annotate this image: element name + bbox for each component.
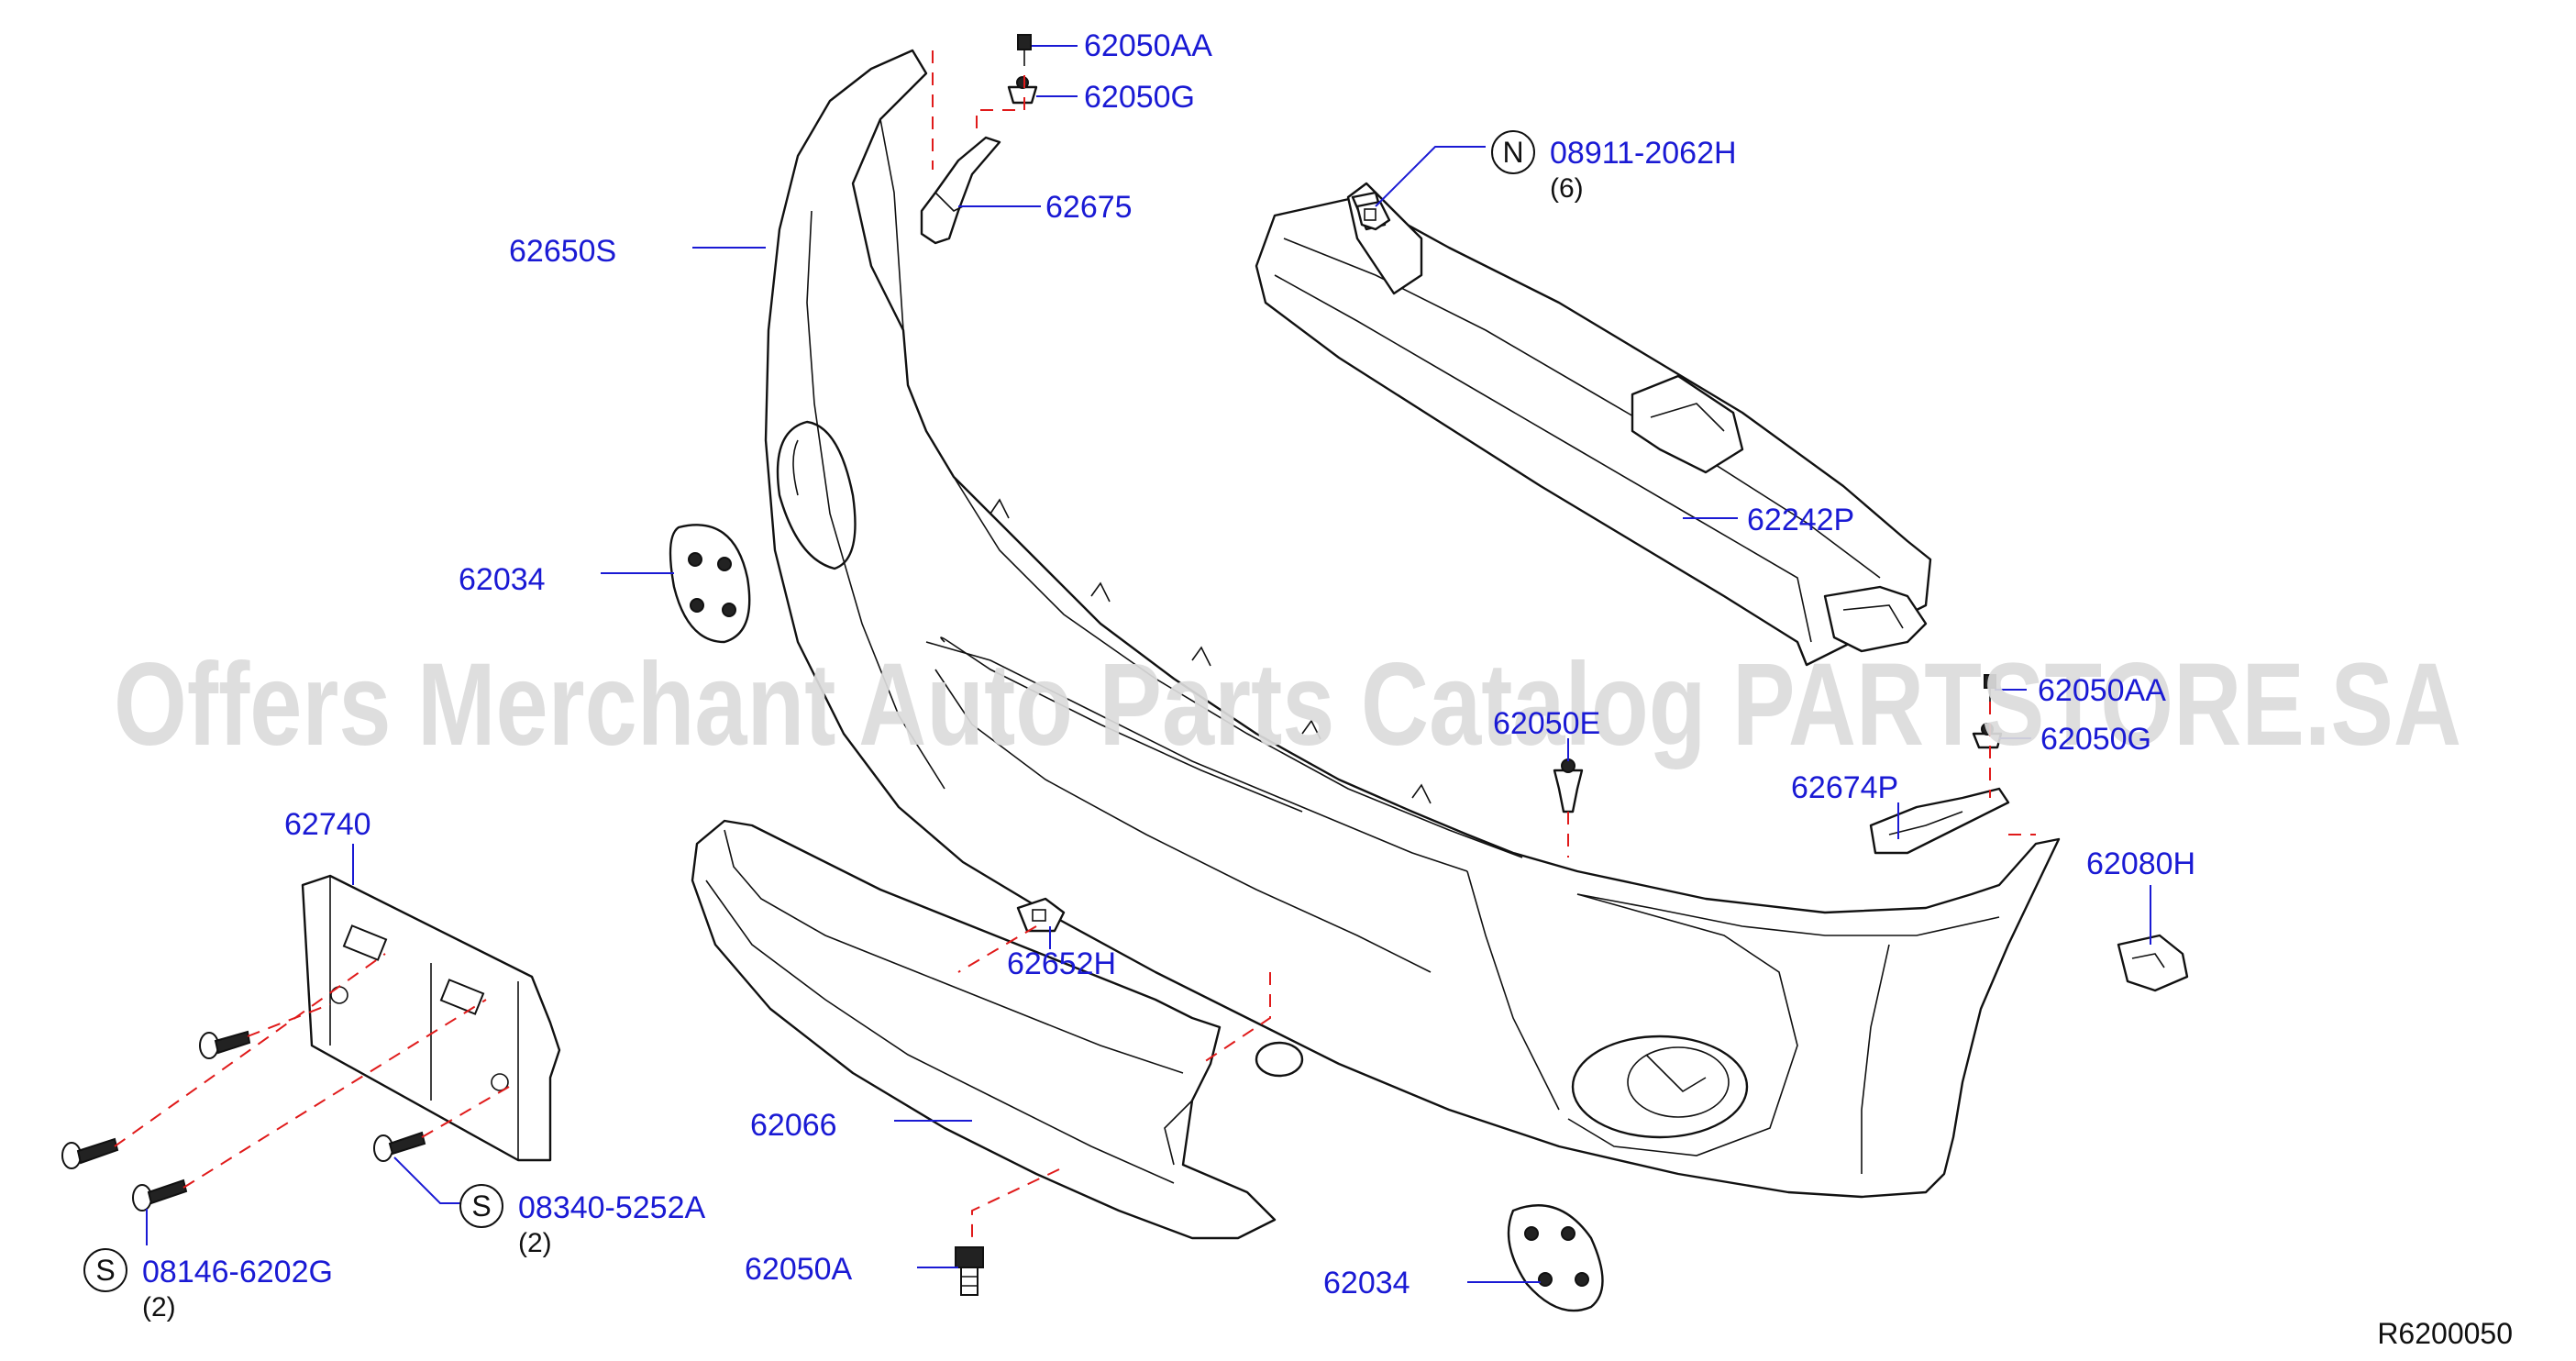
prefix-circle-S-08340 xyxy=(459,1184,503,1228)
label-62034-left[interactable]: 62034 xyxy=(459,562,546,597)
label-62675[interactable]: 62675 xyxy=(1045,190,1133,225)
grommet-drawing xyxy=(1255,1041,1304,1078)
prefix-circle-N xyxy=(1491,130,1535,174)
label-62050AA-top[interactable]: 62050AA xyxy=(1084,28,1212,63)
label-62050A[interactable]: 62050A xyxy=(745,1252,853,1287)
label-62050G-top[interactable]: 62050G xyxy=(1084,80,1195,115)
prefix-letter-N: N xyxy=(1502,136,1523,169)
license-plate-bracket-drawing xyxy=(301,874,561,1162)
qty-08340-5252A: (2) xyxy=(518,1228,552,1258)
label-08340-5252A[interactable]: 08340-5252A xyxy=(518,1190,706,1225)
label-62050E[interactable]: 62050E xyxy=(1493,706,1600,741)
label-62034-bottom[interactable]: 62034 xyxy=(1323,1266,1410,1300)
label-08146-6202G[interactable]: 08146-6202G xyxy=(142,1255,333,1289)
bumper-reinforcement-drawing xyxy=(1255,182,1932,667)
bolt-62050AA-top-drawing xyxy=(1017,34,1032,66)
label-62050AA-right[interactable]: 62050AA xyxy=(2038,673,2166,708)
bolt-62050A-drawing xyxy=(955,1246,984,1296)
bracket-62674P-drawing xyxy=(1869,787,2010,855)
label-62652H[interactable]: 62652H xyxy=(1007,946,1116,981)
bolt-62050AA-right-drawing xyxy=(1984,674,1996,702)
label-62674P[interactable]: 62674P xyxy=(1791,770,1898,805)
label-62650S[interactable]: 62650S xyxy=(509,234,616,269)
label-08911-2062H[interactable]: 08911-2062H xyxy=(1550,136,1737,171)
prefix-circle-S-08146 xyxy=(83,1248,127,1292)
prefix-letter-S-08340: S xyxy=(471,1189,491,1223)
qty-08911-2062H: (6) xyxy=(1550,173,1584,204)
screw-08146-upper-drawing xyxy=(199,1030,251,1059)
fog-cover-bottom-drawing xyxy=(1507,1204,1604,1312)
label-62066[interactable]: 62066 xyxy=(750,1108,837,1143)
clip-62050G-top-drawing xyxy=(1007,76,1038,105)
label-62080H[interactable]: 62080H xyxy=(2086,846,2195,881)
part-labels: 62050AA 62050G 62675 62650S N 08911-2062… xyxy=(83,28,2195,1322)
clip-62080H-drawing xyxy=(2117,934,2189,992)
bracket-62675-drawing xyxy=(920,136,1001,245)
qty-08146-6202G: (2) xyxy=(142,1292,176,1322)
screw-08146-lower-drawing xyxy=(61,1137,188,1212)
lower-valance-drawing xyxy=(691,819,1277,1240)
label-62740[interactable]: 62740 xyxy=(284,807,371,842)
clip-08911-drawing xyxy=(1355,200,1391,231)
label-62050G-right[interactable]: 62050G xyxy=(2040,722,2151,757)
label-62242P[interactable]: 62242P xyxy=(1747,503,1854,537)
prefix-letter-S-08146: S xyxy=(95,1254,115,1287)
watermark-text: Offers Merchant Auto Parts Catalog PARTS… xyxy=(114,639,2461,770)
leader-lines xyxy=(146,45,2151,1283)
fog-cover-left-drawing xyxy=(669,524,751,644)
assembly-dash-lines xyxy=(114,50,2036,1243)
front-bumper-fascia-drawing xyxy=(764,49,2061,1199)
clip-62652H-drawing xyxy=(1016,897,1066,933)
screw-08340-drawing xyxy=(373,1131,426,1162)
diagram-reference-code: R6200050 xyxy=(2377,1317,2513,1350)
